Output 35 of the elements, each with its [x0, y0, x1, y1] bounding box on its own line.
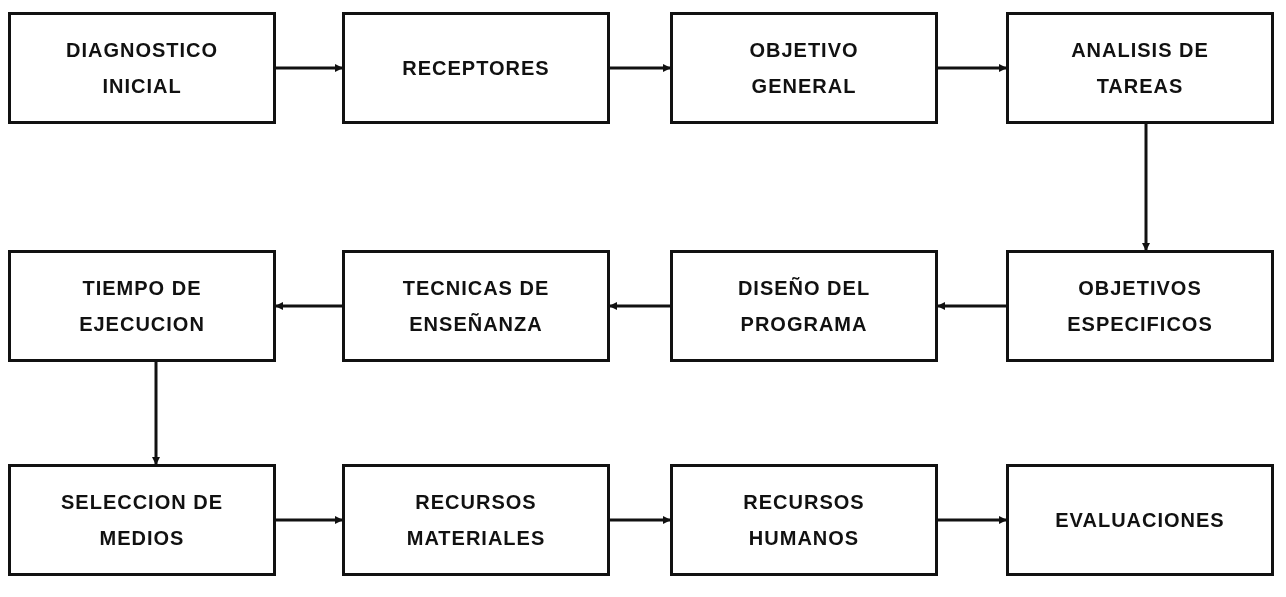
process-box — [670, 12, 938, 124]
process-box — [1006, 12, 1274, 124]
box-label: TIEMPO DE EJECUCION — [78, 276, 206, 337]
process-box — [8, 12, 276, 124]
process-box — [342, 250, 610, 362]
box-label: RECURSOS MATERIALES — [405, 490, 547, 551]
arrow — [152, 362, 160, 465]
arrow — [1142, 124, 1150, 251]
arrow — [610, 516, 671, 524]
arrow — [276, 516, 343, 524]
box-label: TECNICAS DE ENSEÑANZA — [401, 276, 551, 337]
box-label: EVALUACIONES — [1055, 508, 1225, 533]
process-box — [1006, 464, 1274, 576]
box-label: DISEÑO DEL PROGRAMA — [736, 276, 872, 337]
process-box — [8, 464, 276, 576]
box-label: OBJETIVOS ESPECIFICOS — [1066, 276, 1214, 337]
process-box — [670, 250, 938, 362]
box-label: DIAGNOSTICO INICIAL — [64, 38, 220, 99]
arrow — [938, 64, 1007, 72]
box-label: ANALISIS DE TAREAS — [1070, 38, 1210, 99]
box-label: RECEPTORES — [402, 56, 550, 81]
box-label: OBJETIVO GENERAL — [748, 38, 860, 99]
process-box — [342, 464, 610, 576]
box-label: SELECCION DE MEDIOS — [60, 490, 224, 551]
process-box — [1006, 250, 1274, 362]
arrow — [610, 64, 671, 72]
arrow — [609, 302, 670, 310]
arrow — [275, 302, 342, 310]
process-box — [8, 250, 276, 362]
process-box — [670, 464, 938, 576]
arrow — [938, 516, 1007, 524]
box-label: RECURSOS HUMANOS — [742, 490, 866, 551]
arrow — [937, 302, 1006, 310]
process-box — [342, 12, 610, 124]
arrow — [276, 64, 343, 72]
